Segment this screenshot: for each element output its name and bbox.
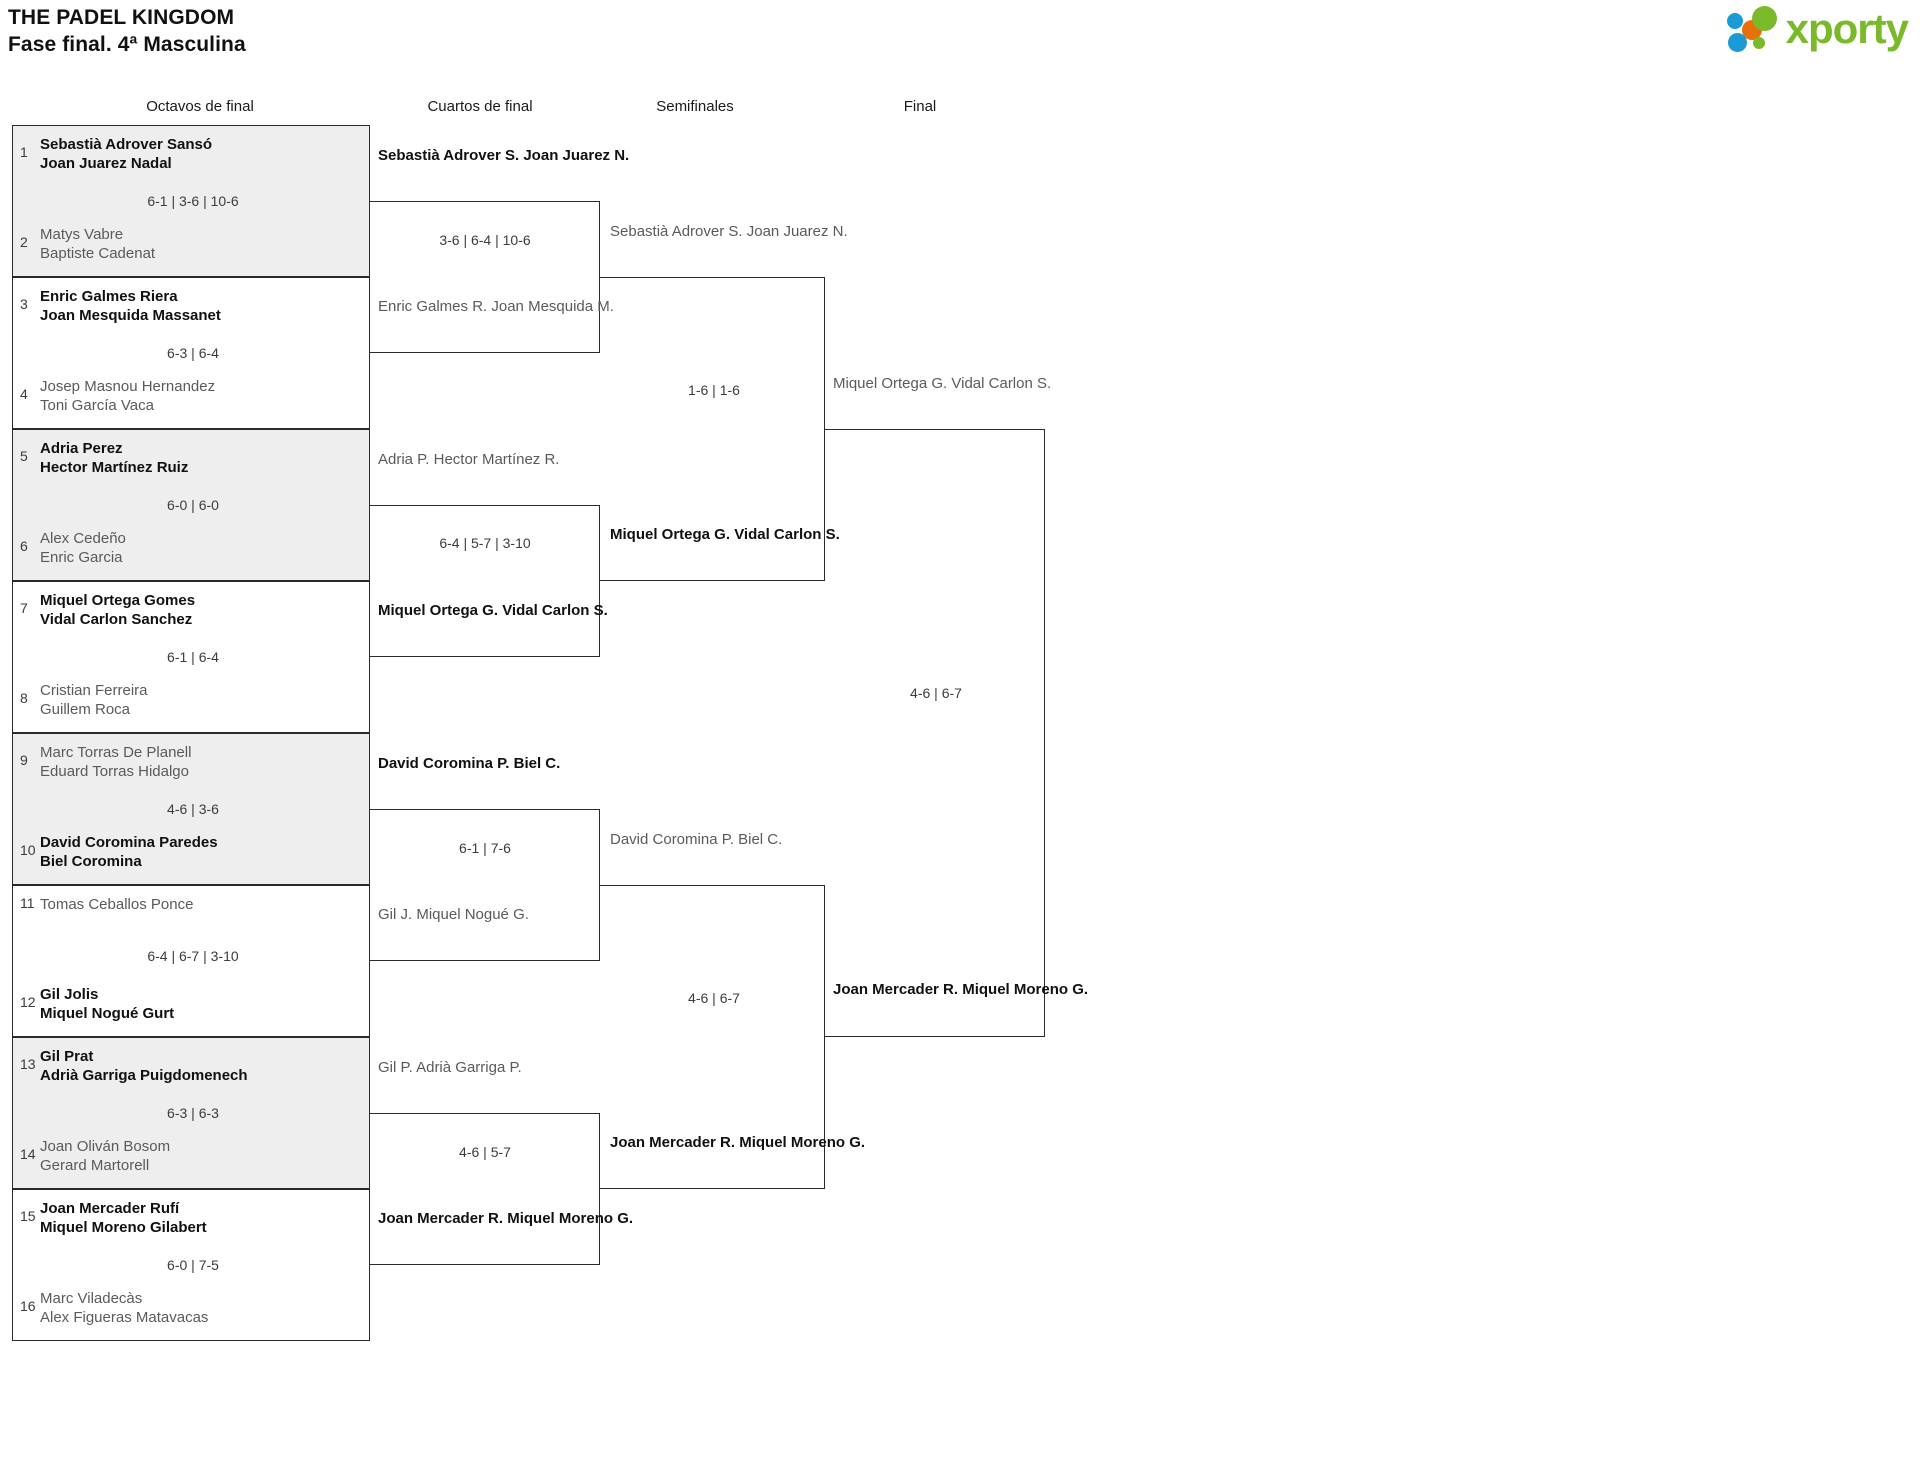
seed-number: 16 bbox=[20, 1298, 36, 1314]
final-score: 4-6 | 6-7 bbox=[910, 685, 962, 701]
xporty-logo: xporty bbox=[1726, 5, 1909, 52]
qf-team-1-top[interactable]: Sebastià Adrover S. Joan Juarez N. bbox=[378, 147, 630, 164]
seed-number: 2 bbox=[20, 234, 28, 250]
round-heading-final: Final bbox=[903, 98, 937, 115]
seed-number: 10 bbox=[20, 842, 36, 858]
team-top: Enric Galmes Riera Joan Mesquida Massane… bbox=[40, 288, 221, 324]
round-heading-cuartos: Cuartos de final bbox=[427, 98, 533, 115]
team-top: Joan Mercader Rufí Miquel Moreno Gilaber… bbox=[40, 1200, 207, 1236]
qf-connector-4 bbox=[370, 1113, 600, 1265]
qf-team-2-top[interactable]: Adria P. Hector Martínez R. bbox=[378, 451, 560, 468]
match-score: 6-1 | 6-4 bbox=[167, 649, 219, 665]
team-bottom: Gil Jolis Miquel Nogué Gurt bbox=[40, 986, 175, 1022]
team-top: Miquel Ortega Gomes Vidal Carlon Sanchez bbox=[40, 592, 196, 628]
match-score: 6-0 | 7-5 bbox=[167, 1257, 219, 1273]
final-team-top[interactable]: Miquel Ortega G. Vidal Carlon S. bbox=[833, 375, 1052, 392]
logo-dots-icon bbox=[1726, 6, 1779, 52]
seed-number: 11 bbox=[20, 895, 35, 911]
team-top: Tomas Ceballos Ponce bbox=[40, 896, 194, 913]
team-bottom: Cristian Ferreira Guillem Roca bbox=[40, 682, 148, 718]
seed-number: 7 bbox=[20, 600, 28, 616]
page-subtitle: Fase final. 4ª Masculina bbox=[8, 33, 246, 56]
seed-number: 9 bbox=[20, 752, 28, 768]
sf-team-1-bottom[interactable]: Miquel Ortega G. Vidal Carlon S. bbox=[610, 526, 840, 543]
logo-dot-green-small bbox=[1752, 37, 1765, 49]
sf-score-2: 4-6 | 6-7 bbox=[688, 990, 740, 1006]
seed-number: 5 bbox=[20, 448, 28, 464]
team-bottom: David Coromina Paredes Biel Coromina bbox=[40, 834, 218, 870]
qf-score-1: 3-6 | 6-4 | 10-6 bbox=[439, 232, 531, 248]
seed-number: 15 bbox=[20, 1208, 36, 1224]
final-connector bbox=[825, 429, 1045, 1037]
seed-number: 12 bbox=[20, 994, 36, 1010]
sf-score-1: 1-6 | 1-6 bbox=[688, 382, 740, 398]
qf-team-2-bottom[interactable]: Miquel Ortega G. Vidal Carlon S. bbox=[378, 602, 608, 619]
qf-team-4-bottom[interactable]: Joan Mercader R. Miquel Moreno G. bbox=[378, 1210, 634, 1227]
sf-team-2-bottom[interactable]: Joan Mercader R. Miquel Moreno G. bbox=[610, 1134, 866, 1151]
seed-number: 1 bbox=[20, 144, 28, 160]
qf-team-3-bottom[interactable]: Gil J. Miquel Nogué G. bbox=[378, 906, 529, 923]
match-score: 4-6 | 3-6 bbox=[167, 801, 219, 817]
r16-match-3[interactable]: 5 Adria Perez Hector Martínez Ruiz 6-0 |… bbox=[12, 429, 370, 581]
match-score: 6-1 | 3-6 | 10-6 bbox=[147, 193, 239, 209]
r16-match-1[interactable]: 1 Sebastià Adrover Sansó Joan Juarez Nad… bbox=[12, 125, 370, 277]
qf-team-4-top[interactable]: Gil P. Adrià Garriga P. bbox=[378, 1059, 522, 1076]
team-top: Gil Prat Adrià Garriga Puigdomenech bbox=[40, 1048, 248, 1084]
logo-dot-blue-small bbox=[1726, 13, 1743, 29]
sf-team-1-top[interactable]: Sebastià Adrover S. Joan Juarez N. bbox=[610, 223, 848, 240]
match-score: 6-3 | 6-3 bbox=[167, 1105, 219, 1121]
team-top: Adria Perez Hector Martínez Ruiz bbox=[40, 440, 189, 476]
qf-connector-2 bbox=[370, 505, 600, 657]
qf-score-3: 6-1 | 7-6 bbox=[459, 840, 511, 856]
final-team-bottom-champion[interactable]: Joan Mercader R. Miquel Moreno G. bbox=[833, 981, 1089, 998]
qf-score-2: 6-4 | 5-7 | 3-10 bbox=[439, 535, 531, 551]
seed-number: 13 bbox=[20, 1056, 36, 1072]
seed-number: 3 bbox=[20, 296, 28, 312]
seed-number: 6 bbox=[20, 538, 28, 554]
team-bottom: Marc Viladecàs Alex Figueras Matavacas bbox=[40, 1290, 209, 1326]
logo-dot-blue-large bbox=[1727, 33, 1747, 52]
seed-number: 8 bbox=[20, 690, 28, 706]
header: THE PADEL KINGDOM Fase final. 4ª Masculi… bbox=[8, 4, 246, 58]
qf-connector-3 bbox=[370, 809, 600, 961]
r16-match-6[interactable]: 11 Tomas Ceballos Ponce 6-4 | 6-7 | 3-10… bbox=[12, 885, 370, 1037]
logo-dot-green-large bbox=[1751, 6, 1777, 31]
qf-connector-1 bbox=[370, 201, 600, 353]
sf-connector-1 bbox=[600, 277, 825, 581]
r16-match-7[interactable]: 13 Gil Prat Adrià Garriga Puigdomenech 6… bbox=[12, 1037, 370, 1189]
match-score: 6-4 | 6-7 | 3-10 bbox=[147, 948, 239, 964]
seed-number: 14 bbox=[20, 1146, 36, 1162]
qf-score-4: 4-6 | 5-7 bbox=[459, 1144, 511, 1160]
page-title: THE PADEL KINGDOM bbox=[8, 6, 235, 29]
sf-connector-2 bbox=[600, 885, 825, 1189]
sf-team-2-top[interactable]: David Coromina P. Biel C. bbox=[610, 831, 783, 848]
team-top: Sebastià Adrover Sansó Joan Juarez Nadal bbox=[40, 136, 213, 172]
team-bottom: Matys Vabre Baptiste Cadenat bbox=[40, 226, 156, 262]
logo-wordmark: xporty bbox=[1785, 5, 1909, 52]
team-bottom: Josep Masnou Hernandez Toni García Vaca bbox=[40, 378, 216, 414]
match-score: 6-3 | 6-4 bbox=[167, 345, 219, 361]
r16-match-8[interactable]: 15 Joan Mercader Rufí Miquel Moreno Gila… bbox=[12, 1189, 370, 1341]
r16-match-2[interactable]: 3 Enric Galmes Riera Joan Mesquida Massa… bbox=[12, 277, 370, 429]
seed-number: 4 bbox=[20, 386, 28, 402]
qf-team-3-top[interactable]: David Coromina P. Biel C. bbox=[378, 755, 561, 772]
r16-match-4[interactable]: 7 Miquel Ortega Gomes Vidal Carlon Sanch… bbox=[12, 581, 370, 733]
round-heading-semifinales: Semifinales bbox=[656, 98, 734, 115]
round-heading-octavos: Octavos de final bbox=[146, 98, 254, 115]
team-top: Marc Torras De Planell Eduard Torras Hid… bbox=[40, 744, 192, 780]
team-bottom: Joan Oliván Bosom Gerard Martorell bbox=[40, 1138, 171, 1174]
team-bottom: Alex Cedeño Enric Garcia bbox=[40, 530, 126, 566]
match-score: 6-0 | 6-0 bbox=[167, 497, 219, 513]
qf-team-1-bottom[interactable]: Enric Galmes R. Joan Mesquida M. bbox=[378, 298, 614, 315]
r16-match-5[interactable]: 9 Marc Torras De Planell Eduard Torras H… bbox=[12, 733, 370, 885]
